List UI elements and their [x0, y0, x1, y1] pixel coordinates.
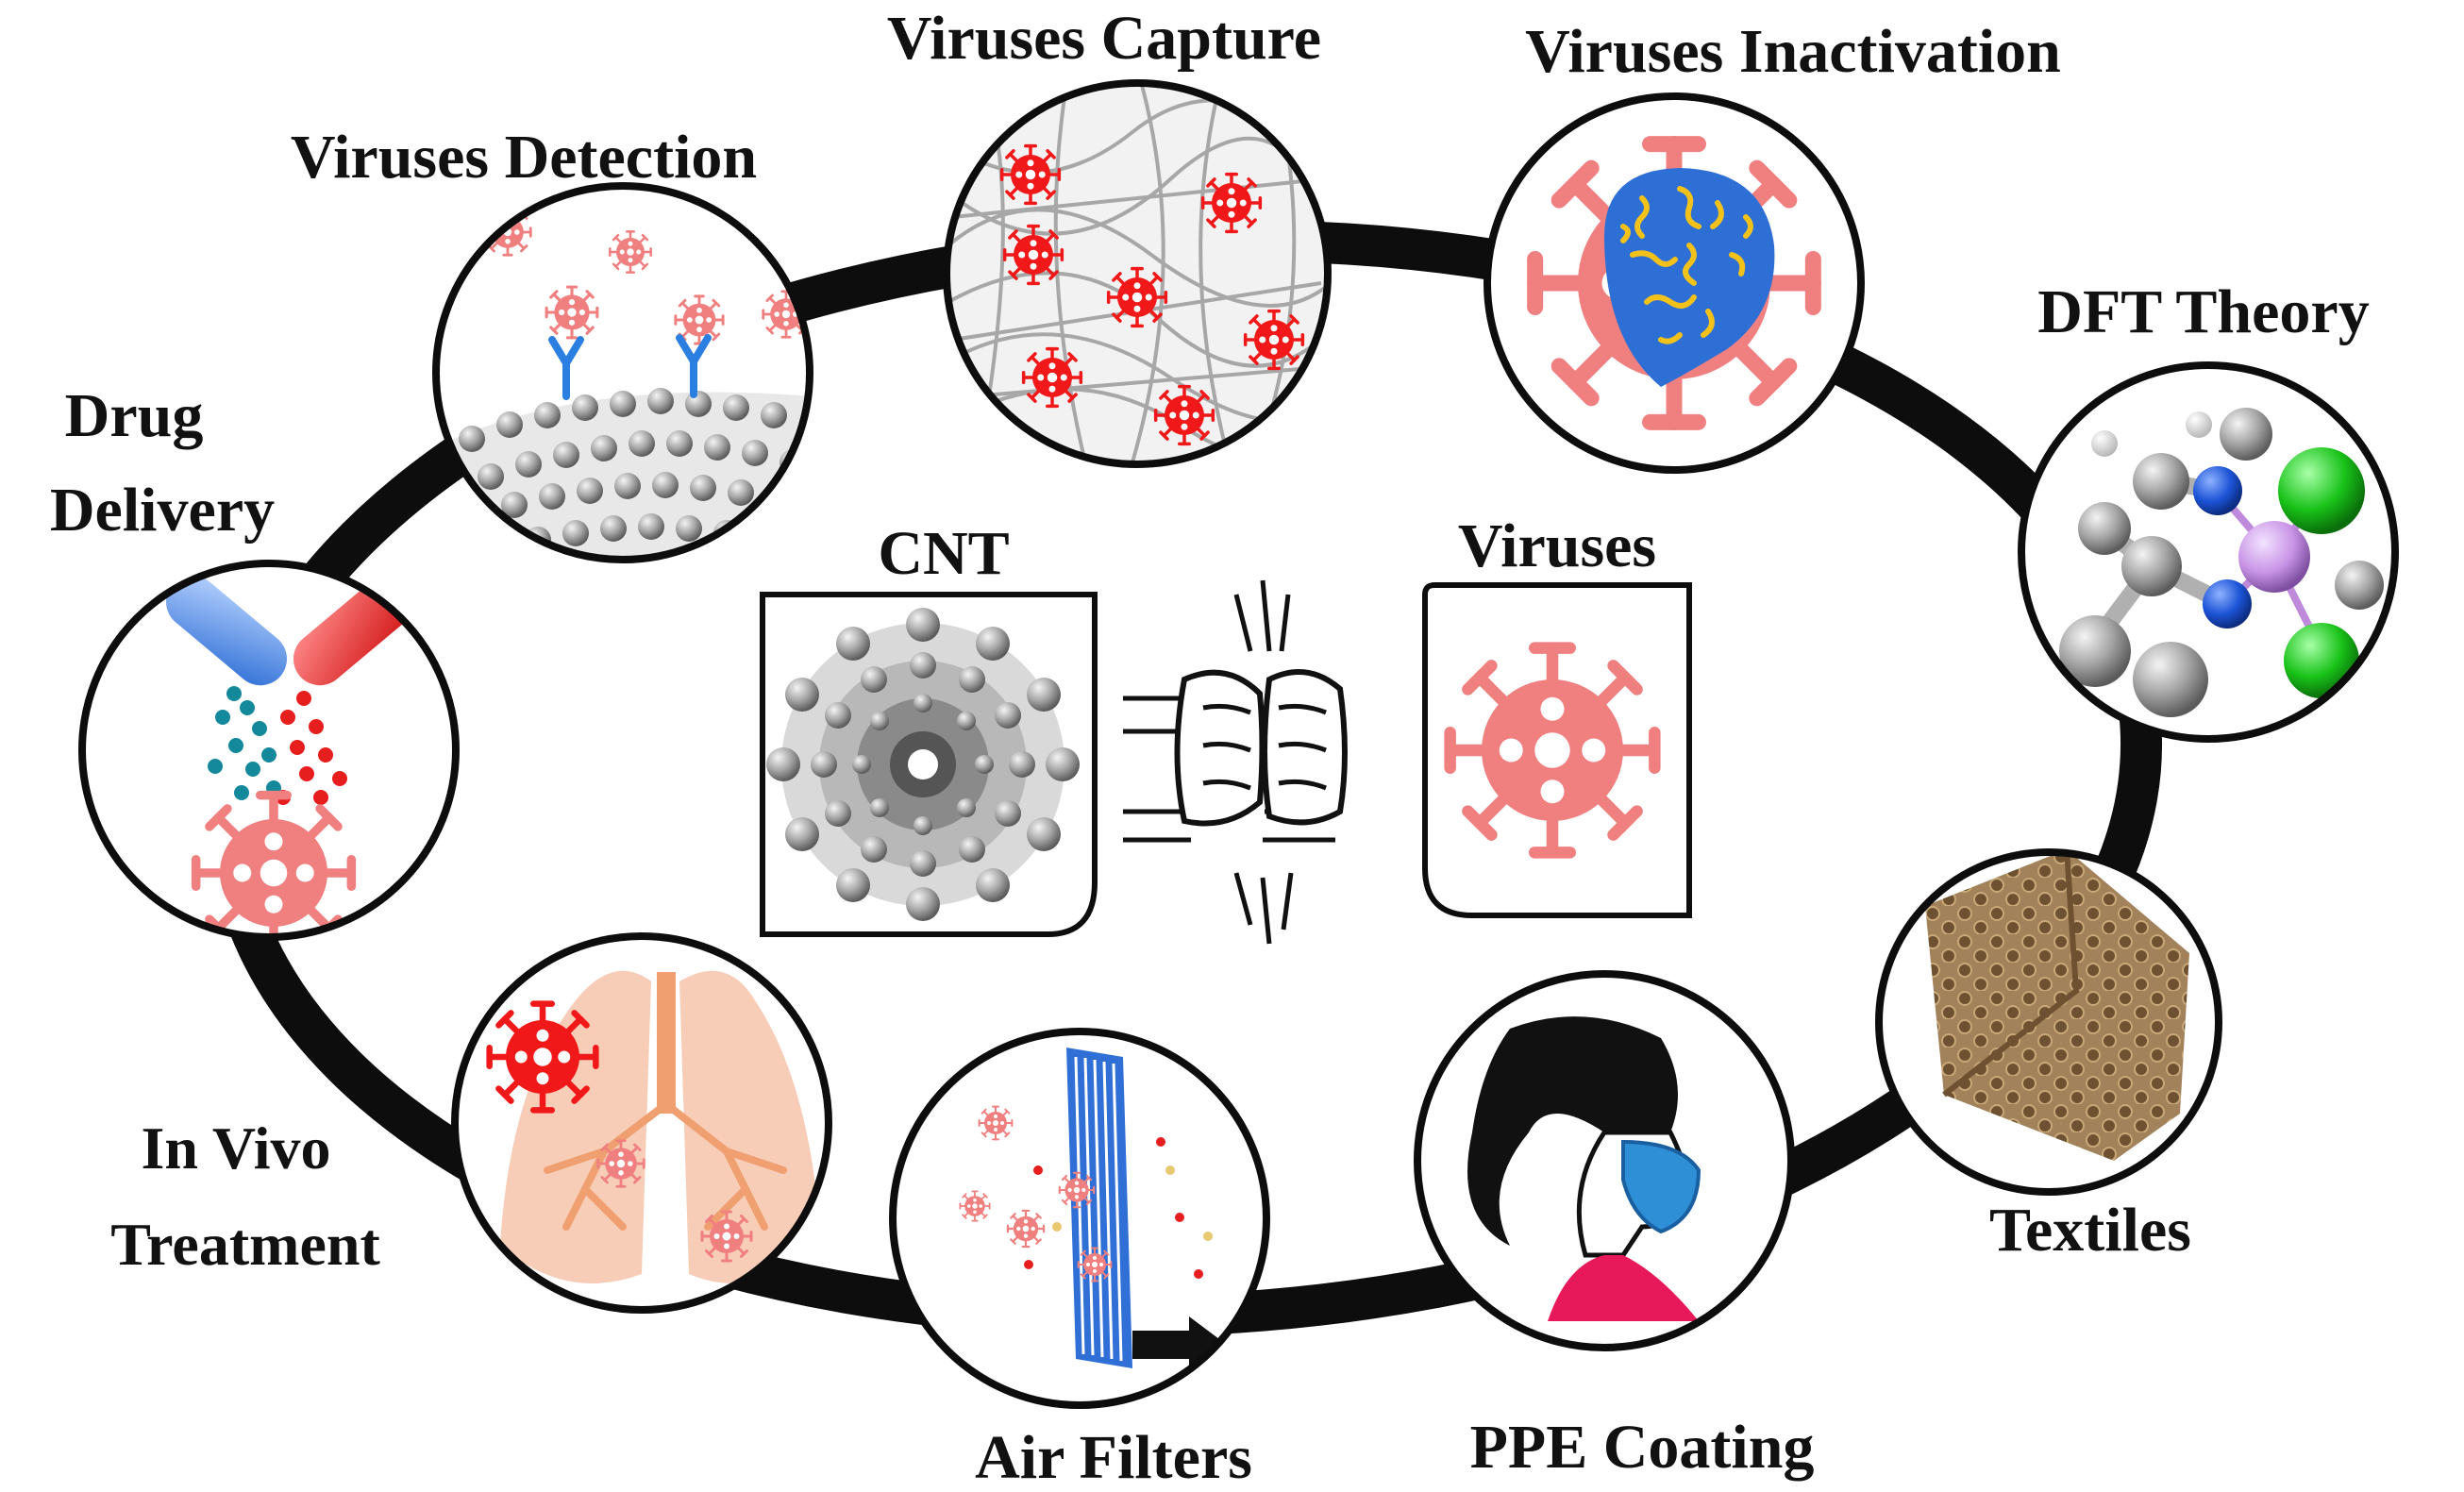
label-viruses-capture: Viruses Capture [887, 4, 1321, 73]
label-drug-line2: Delivery [50, 476, 275, 545]
viruses-inactivation-node [1483, 92, 1865, 474]
air-filters-node [889, 1028, 1270, 1409]
cnt-panel [760, 592, 1098, 937]
label-invivo-line2: Treatment [110, 1211, 380, 1278]
nanotube-icon [766, 608, 1080, 921]
textile-mask-icon [1925, 854, 2189, 1161]
virus-icon [1450, 648, 1655, 853]
label-viruses: Viruses [1458, 511, 1656, 580]
label-cnt: CNT [878, 519, 1009, 588]
label-textiles: Textiles [1989, 1196, 2191, 1265]
filter-icon [1066, 1048, 1132, 1368]
textiles-node [1875, 848, 2222, 1196]
ppe-coating-node [1414, 970, 1795, 1351]
label-air-filters: Air Filters [975, 1423, 1252, 1492]
drug-delivery-node [78, 560, 460, 941]
viruses-panel [1422, 582, 1692, 918]
label-viruses-inactivation: Viruses Inactivation [1525, 17, 2061, 86]
in-vivo-treatment-node [451, 932, 832, 1314]
dft-theory-node [2018, 361, 2399, 743]
label-invivo-line1: In Vivo [142, 1115, 331, 1182]
label-viruses-detection: Viruses Detection [291, 123, 757, 192]
face-mask-icon [1467, 1016, 1701, 1321]
label-dft-theory: DFT Theory [2037, 277, 2369, 346]
lungs-icon [490, 970, 821, 1283]
viruses-capture-node [943, 79, 1332, 468]
viruses-detection-node [432, 182, 813, 563]
antibody-icon [548, 334, 712, 400]
label-drug-line1: Drug [65, 381, 204, 450]
label-ppe-coating: PPE Coating [1470, 1413, 1815, 1482]
fist-bump-icon [1123, 579, 1348, 945]
